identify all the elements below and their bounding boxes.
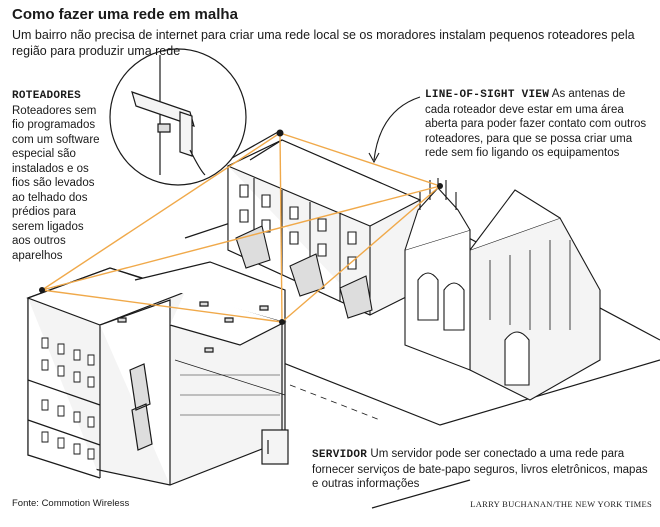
router-detail-callout: [109, 48, 283, 186]
line-of-sight-arrow: [368, 96, 421, 164]
router-point: [279, 319, 285, 325]
credit-line: LARRY BUCHANAN/THE NEW YORK TIMES: [470, 499, 652, 509]
routers-annotation: ROTEADORES Roteadores sem fio programado…: [12, 88, 104, 263]
router-antennas: [39, 129, 443, 325]
routers-heading: ROTEADORES: [12, 90, 82, 102]
router-point: [39, 287, 45, 293]
page-subtitle: Um bairro não precisa de internet para c…: [12, 28, 635, 58]
router-point: [276, 129, 284, 137]
page-title: Como fazer uma rede em malha: [12, 6, 238, 23]
line-of-sight-text: As antenas de cada roteador deve estar e…: [425, 88, 647, 159]
line-of-sight-heading: LINE-OF-SIGHT VIEW: [425, 89, 550, 101]
server-text: Um servidor pode ser conectado a uma red…: [312, 448, 648, 490]
server-device: [261, 320, 289, 465]
server-annotation: SERVIDOR Um servidor pode ser conectado …: [312, 447, 652, 492]
line-of-sight-annotation: LINE-OF-SIGHT VIEW As antenas de cada ro…: [425, 87, 653, 161]
apartment-buildings: [26, 261, 287, 486]
routers-text: Roteadores sem fio programados com um so…: [12, 104, 100, 262]
row-houses: [226, 139, 422, 319]
source-note: Fonte: Commotion Wireless: [12, 498, 130, 509]
router-point: [437, 183, 443, 189]
church: [404, 178, 601, 401]
mesh-connection-lines: [41, 132, 441, 323]
server-heading: SERVIDOR: [312, 449, 368, 461]
